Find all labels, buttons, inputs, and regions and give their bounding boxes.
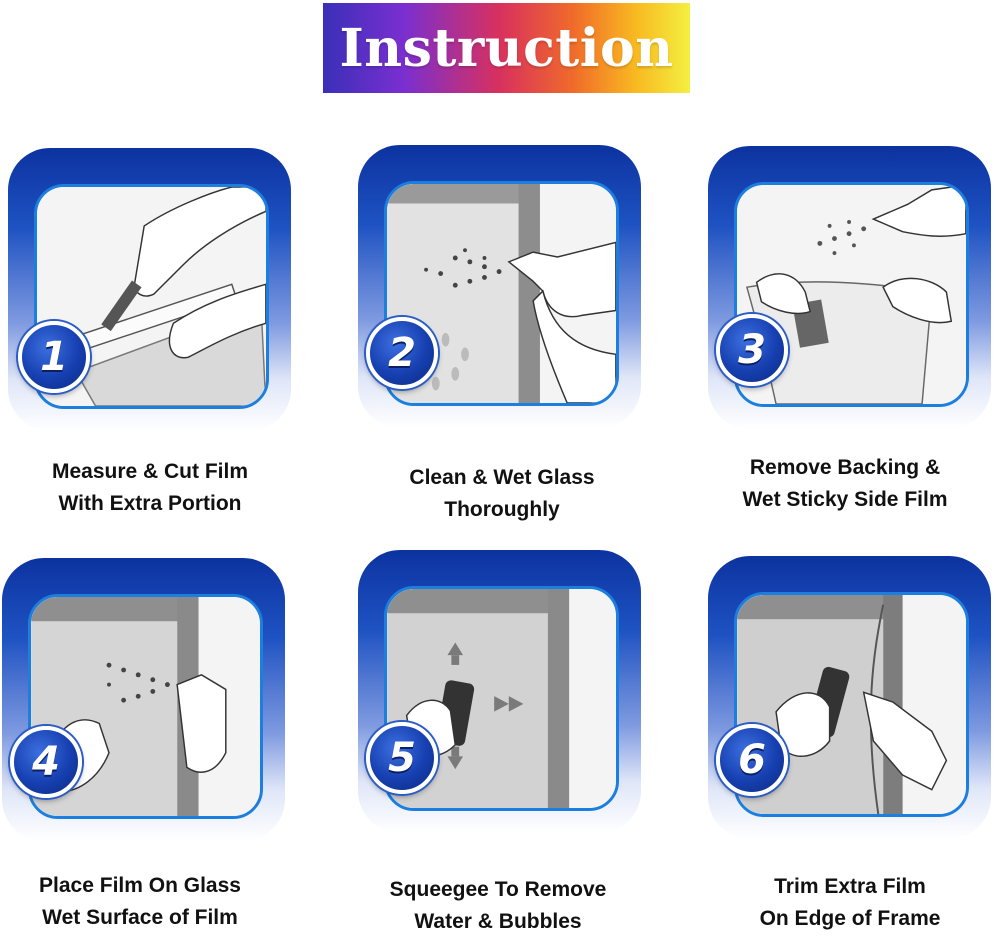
step-caption-1-line2: With Extra Portion (58, 492, 242, 515)
step-card-6: 6 (708, 556, 991, 839)
step-number-4: 4 (32, 739, 60, 785)
step-card-2: 2 (358, 145, 641, 428)
step-number-1: 1 (40, 334, 68, 380)
step-number-5: 5 (388, 735, 416, 781)
step-caption-4-line1: Place Film On Glass (39, 874, 241, 897)
step-card-5: 5 (358, 550, 641, 833)
step-badge-4: 4 (10, 726, 82, 798)
step-badge-1: 1 (18, 321, 90, 393)
step-caption-2-line1: Clean & Wet Glass (409, 466, 595, 489)
step-badge-3: 3 (716, 314, 788, 386)
step-caption-4-line2: Wet Surface of Film (42, 906, 238, 929)
step-card-1: 1 (8, 148, 291, 431)
step-caption-3: Remove Backing & Wet Sticky Side Film (695, 452, 995, 516)
step-card-4: 4 (2, 558, 285, 841)
step-illustration-3 (734, 182, 969, 407)
step-caption-3-line1: Remove Backing & (749, 456, 941, 479)
step-caption-3-line2: Wet Sticky Side Film (742, 488, 948, 511)
step-badge-5: 5 (366, 722, 438, 794)
step-caption-4: Place Film On Glass Wet Surface of Film (0, 870, 290, 934)
step-card-3: 3 (708, 146, 991, 429)
step-caption-1-line1: Measure & Cut Film (51, 460, 249, 483)
step-caption-6-line2: On Edge of Frame (759, 907, 941, 930)
step-illustration-5 (384, 586, 619, 811)
step-caption-2-line2: Thoroughly (444, 498, 560, 521)
step-badge-6: 6 (716, 724, 788, 796)
step-caption-1: Measure & Cut Film With Extra Portion (0, 456, 300, 520)
step-caption-6: Trim Extra Film On Edge of Frame (700, 871, 1000, 935)
step-caption-5-line1: Squeegee To Remove (389, 878, 607, 901)
step-caption-5-line2: Water & Bubbles (414, 910, 582, 933)
step-badge-2: 2 (366, 317, 438, 389)
instruction-banner: Instruction (323, 3, 690, 93)
peel-spray-icon (737, 185, 966, 404)
step-number-2: 2 (388, 330, 416, 376)
step-caption-5: Squeegee To Remove Water & Bubbles (348, 874, 648, 938)
step-number-3: 3 (738, 327, 766, 373)
step-number-6: 6 (738, 737, 766, 783)
step-caption-2: Clean & Wet Glass Thoroughly (352, 462, 652, 526)
step-caption-6-line1: Trim Extra Film (774, 875, 926, 898)
banner-title: Instruction (339, 17, 674, 79)
